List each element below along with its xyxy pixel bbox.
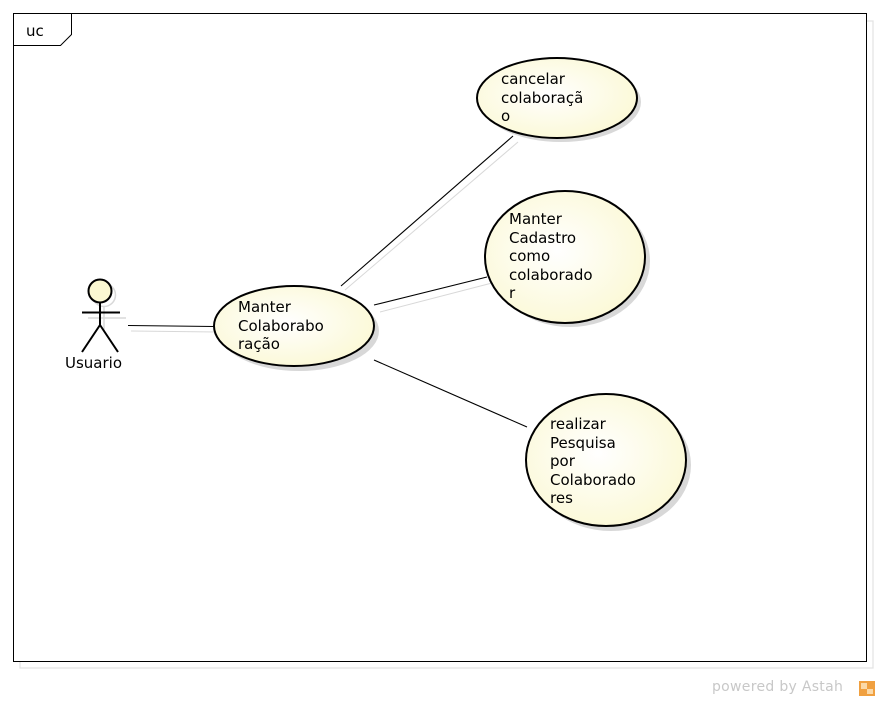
powered-by-watermark: powered by Astah: [712, 679, 844, 695]
frame-label-tab: [13, 13, 72, 46]
association-main-search: [373, 359, 528, 428]
actor-usuario[interactable]: [81, 278, 120, 353]
use-case-cancel-label: cancelar colaboraçã o: [501, 70, 584, 125]
actor-head-icon: [87, 278, 113, 304]
use-case-cancel[interactable]: [476, 57, 638, 139]
use-case-register-label: Manter Cadastro como colaborado r: [509, 210, 593, 302]
use-case-search[interactable]: [525, 393, 687, 527]
association-main-register: [373, 276, 488, 306]
association-main-cancel: [340, 135, 514, 287]
association-actor-main: [127, 324, 215, 328]
actor-right-leg: [99, 324, 119, 353]
use-case-main-label: Manter Colaborabo ração: [238, 298, 324, 353]
use-case-main[interactable]: [213, 285, 375, 367]
frame-label: uc: [26, 22, 44, 40]
astah-logo-icon: [859, 681, 875, 696]
actor-left-leg: [81, 324, 101, 353]
actor-name-label: Usuario: [65, 354, 123, 372]
association-shadows: [130, 141, 519, 333]
use-case-search-label: realizar Pesquisa por Colaborado res: [550, 415, 636, 507]
use-case-register[interactable]: [484, 190, 646, 324]
diagram-frame: [13, 13, 867, 662]
